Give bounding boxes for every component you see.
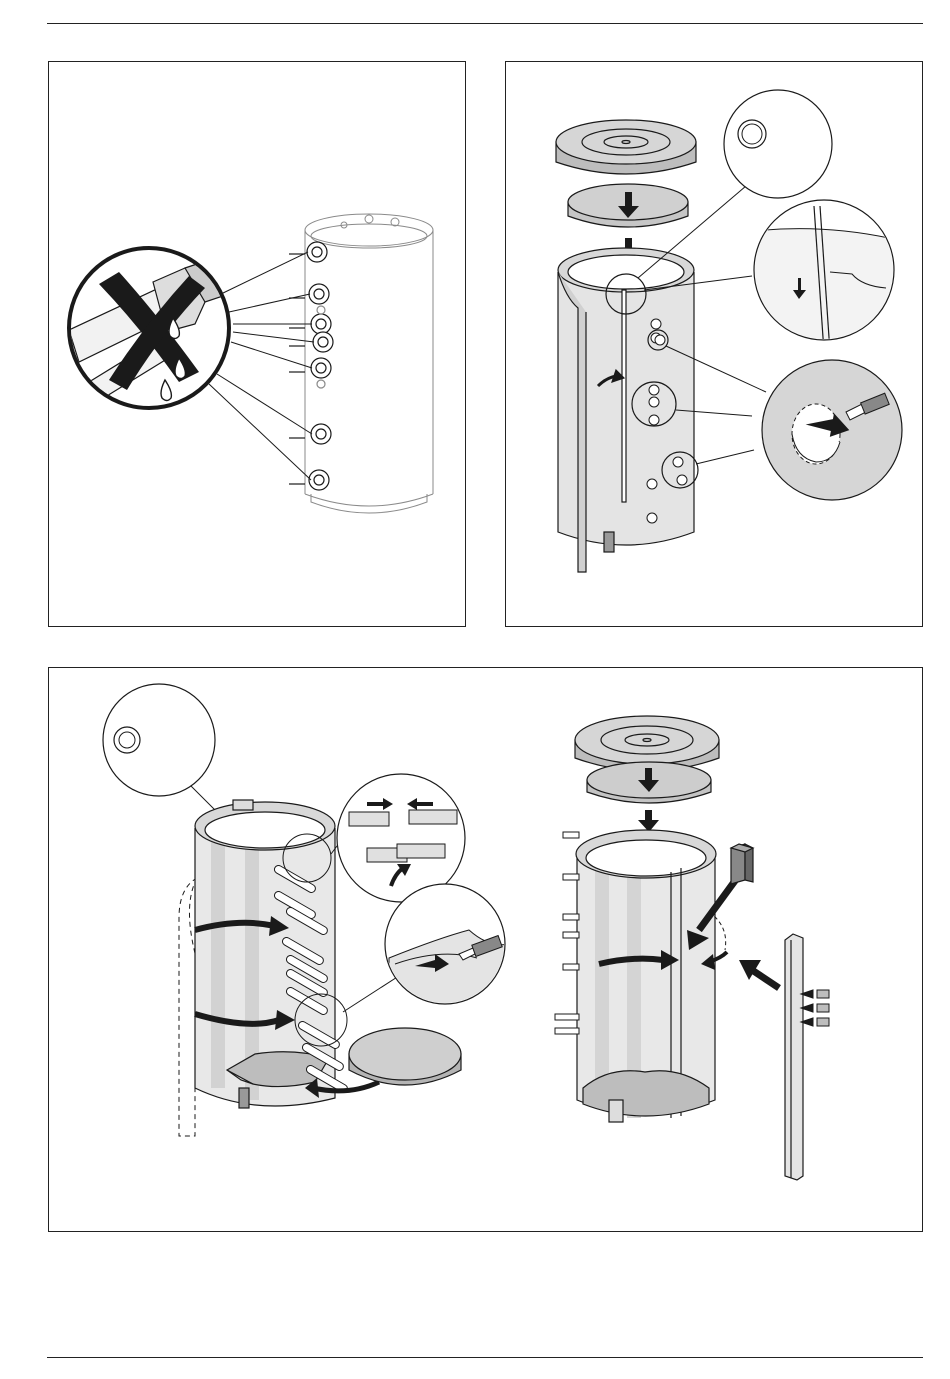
strip-clips	[801, 990, 829, 1026]
leak-check-illustration	[49, 62, 467, 628]
leak-magnifier	[69, 248, 235, 408]
bottom-disc	[349, 1028, 461, 1085]
figure-panel-jacket-assembly	[48, 667, 923, 1232]
jacket-assembly-illustration	[49, 668, 924, 1233]
figure-panel-top-insulation	[505, 61, 923, 627]
bottom-rule	[47, 1357, 923, 1358]
knife-cut-detail	[385, 884, 509, 1008]
fitting-6	[289, 424, 331, 444]
top-insulation-illustration	[506, 62, 924, 628]
connection-fittings	[289, 242, 333, 490]
clip-detail-icon	[337, 774, 465, 902]
knife-cut-magnifier	[762, 360, 902, 500]
seal-detail-magnifier	[724, 90, 832, 198]
strip-arrow-icon	[739, 960, 779, 988]
assembly-tank	[576, 830, 716, 1122]
zipper-detail-icon	[746, 200, 906, 362]
fitting-5	[289, 358, 331, 378]
fitting-7	[289, 470, 329, 490]
top-lid	[556, 120, 696, 174]
cover-strip	[785, 934, 803, 1180]
top-rule	[47, 23, 923, 24]
seal-ring-magnifier	[103, 684, 217, 812]
jacketed-tank	[558, 248, 694, 572]
figure-panel-leak-check	[48, 61, 466, 627]
leader-lines	[209, 252, 314, 480]
stub-pipes	[555, 832, 579, 1034]
clip-block	[731, 844, 753, 884]
